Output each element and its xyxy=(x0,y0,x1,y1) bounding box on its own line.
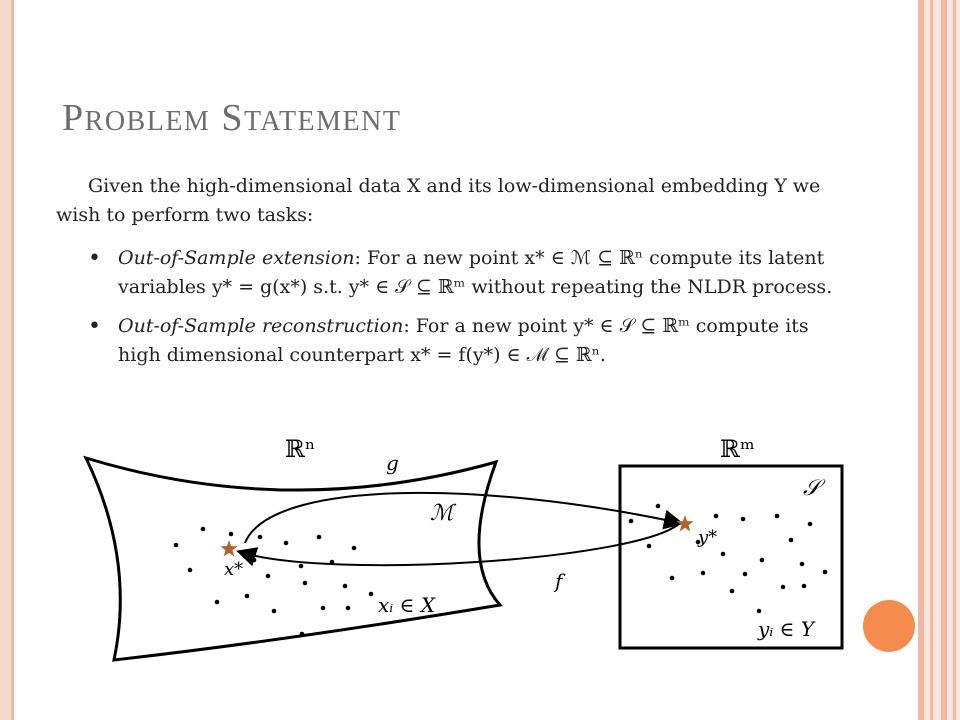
f-label: f xyxy=(553,569,566,593)
x-star-marker xyxy=(220,540,238,557)
rm-label: ℝᵐ xyxy=(720,435,755,463)
data-point xyxy=(700,570,706,576)
title-smallcaps: ROBLEM xyxy=(84,106,211,137)
f-arrow xyxy=(236,522,681,567)
data-point xyxy=(251,557,257,563)
data-point xyxy=(788,537,794,543)
task-description: : For a new point y* ∈ 𝒮 ⊆ ℝᵐ compute it… xyxy=(118,315,809,366)
data-point xyxy=(265,573,271,579)
data-point xyxy=(742,571,748,577)
data-point xyxy=(228,531,234,537)
problem-text: Given the high-dimensional data X and it… xyxy=(56,172,846,380)
latent-set-label: 𝒮 xyxy=(803,476,826,501)
x-star-label: x* xyxy=(224,559,243,580)
data-point xyxy=(351,545,357,551)
data-point xyxy=(756,608,762,614)
data-point xyxy=(646,543,652,549)
right-stripe xyxy=(941,0,947,720)
manifold-points xyxy=(173,526,374,637)
data-point xyxy=(720,551,726,557)
data-point xyxy=(729,588,735,594)
manifold-surface xyxy=(83,455,503,662)
task-list: Out-of-Sample extension: For a new point… xyxy=(56,244,846,370)
data-point xyxy=(713,513,719,519)
data-point xyxy=(257,534,263,540)
rn-label: ℝⁿ xyxy=(285,435,315,463)
data-point xyxy=(368,591,374,597)
task-term: Out-of-Sample reconstruction xyxy=(118,315,404,337)
title-smallcaps: TATEMENT xyxy=(243,106,402,137)
y-star-label: y* xyxy=(697,527,717,548)
data-point xyxy=(214,599,220,605)
data-point xyxy=(342,583,348,589)
data-point xyxy=(774,513,780,519)
data-point xyxy=(200,526,206,532)
data-point xyxy=(695,539,701,545)
data-point xyxy=(345,605,351,611)
data-point xyxy=(759,557,765,563)
data-point xyxy=(799,561,805,567)
data-point xyxy=(807,521,813,527)
right-stripe xyxy=(918,0,924,720)
data-point xyxy=(187,567,193,573)
data-point xyxy=(329,559,335,565)
data-point xyxy=(283,540,289,546)
xi-label: xᵢ ∈ X xyxy=(378,593,436,617)
manifold-label: ℳ xyxy=(430,501,457,526)
intro-paragraph: Given the high-dimensional data X and it… xyxy=(56,175,821,226)
data-point xyxy=(780,584,786,590)
data-point xyxy=(302,580,308,586)
left-border xyxy=(0,0,14,720)
data-point xyxy=(271,608,277,614)
accent-circle xyxy=(863,600,915,652)
task-term: Out-of-Sample extension xyxy=(118,247,355,269)
latent-space-box xyxy=(618,464,844,650)
task-item: Out-of-Sample reconstruction: For a new … xyxy=(56,312,846,370)
data-point xyxy=(173,542,179,548)
data-point xyxy=(299,631,305,637)
data-point xyxy=(298,563,304,569)
task-description: : For a new point x* ∈ ℳ ⊆ ℝⁿ compute it… xyxy=(118,247,833,298)
g-label: g xyxy=(386,451,399,475)
latent-points xyxy=(628,503,828,614)
title-cap: P xyxy=(62,97,85,139)
task-item: Out-of-Sample extension: For a new point… xyxy=(56,244,846,302)
right-stripe xyxy=(930,0,933,720)
g-arrow xyxy=(244,491,684,544)
data-point xyxy=(822,569,828,575)
title-cap: S xyxy=(221,97,244,139)
data-point xyxy=(801,583,807,589)
data-point xyxy=(316,534,322,540)
data-point xyxy=(740,516,746,522)
data-point xyxy=(244,593,250,599)
right-stripe xyxy=(953,0,956,720)
data-point xyxy=(320,605,326,611)
data-point xyxy=(655,503,661,509)
data-point xyxy=(628,518,634,524)
yi-label: yᵢ ∈ Y xyxy=(757,617,816,641)
y-star-marker xyxy=(676,515,694,532)
data-point xyxy=(669,575,675,581)
page-title: PROBLEM STATEMENT xyxy=(62,96,401,140)
